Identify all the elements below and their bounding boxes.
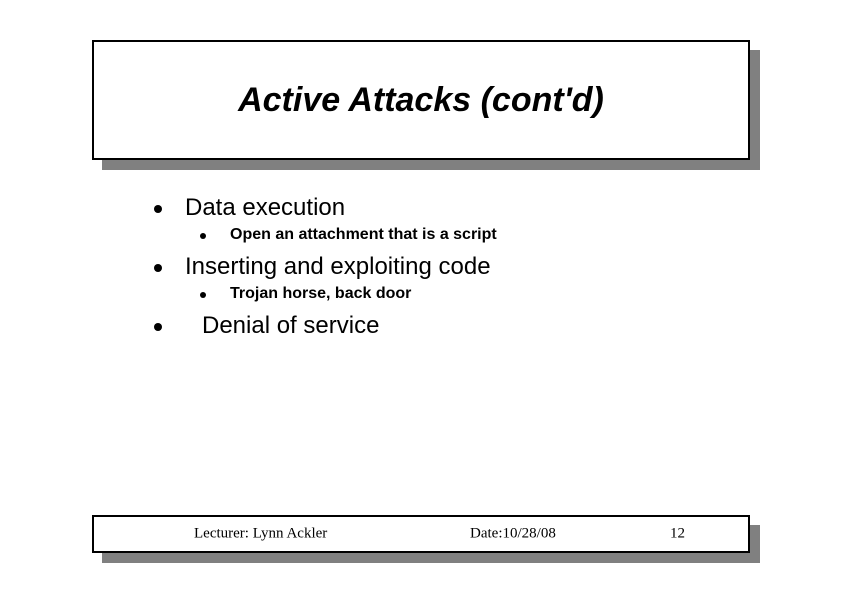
slide-title: Active Attacks (cont'd) [238, 80, 604, 119]
list-item-text: Inserting and exploiting code [185, 253, 491, 280]
list-item-text: Trojan horse, back door [230, 285, 412, 302]
list-item-text: Denial of service [202, 312, 380, 339]
footer-page-number: 12 [670, 525, 685, 542]
bullet-icon [154, 263, 162, 272]
list-item: Denial of service [0, 309, 842, 342]
footer-date: Date:10/28/08 [470, 525, 556, 542]
list-item: Inserting and exploiting code [0, 250, 842, 283]
bullet-icon [154, 322, 162, 331]
sub-bullet-icon [200, 233, 206, 239]
footer-lecturer: Lecturer: Lynn Ackler [194, 525, 328, 542]
list-item-text: Open an attachment that is a script [230, 226, 497, 243]
bullet-icon [154, 204, 162, 213]
list-item-text: Data execution [185, 194, 346, 221]
bullet-list: Data execution Open an attachment that i… [0, 191, 842, 342]
title-box: Active Attacks (cont'd) [92, 40, 750, 160]
sub-bullet-icon [200, 292, 206, 298]
list-item: Open an attachment that is a script [0, 224, 842, 246]
list-item: Data execution [0, 191, 842, 224]
footer-box: Lecturer: Lynn Ackler Date:10/28/08 12 [92, 515, 750, 553]
list-item: Trojan horse, back door [0, 283, 842, 305]
